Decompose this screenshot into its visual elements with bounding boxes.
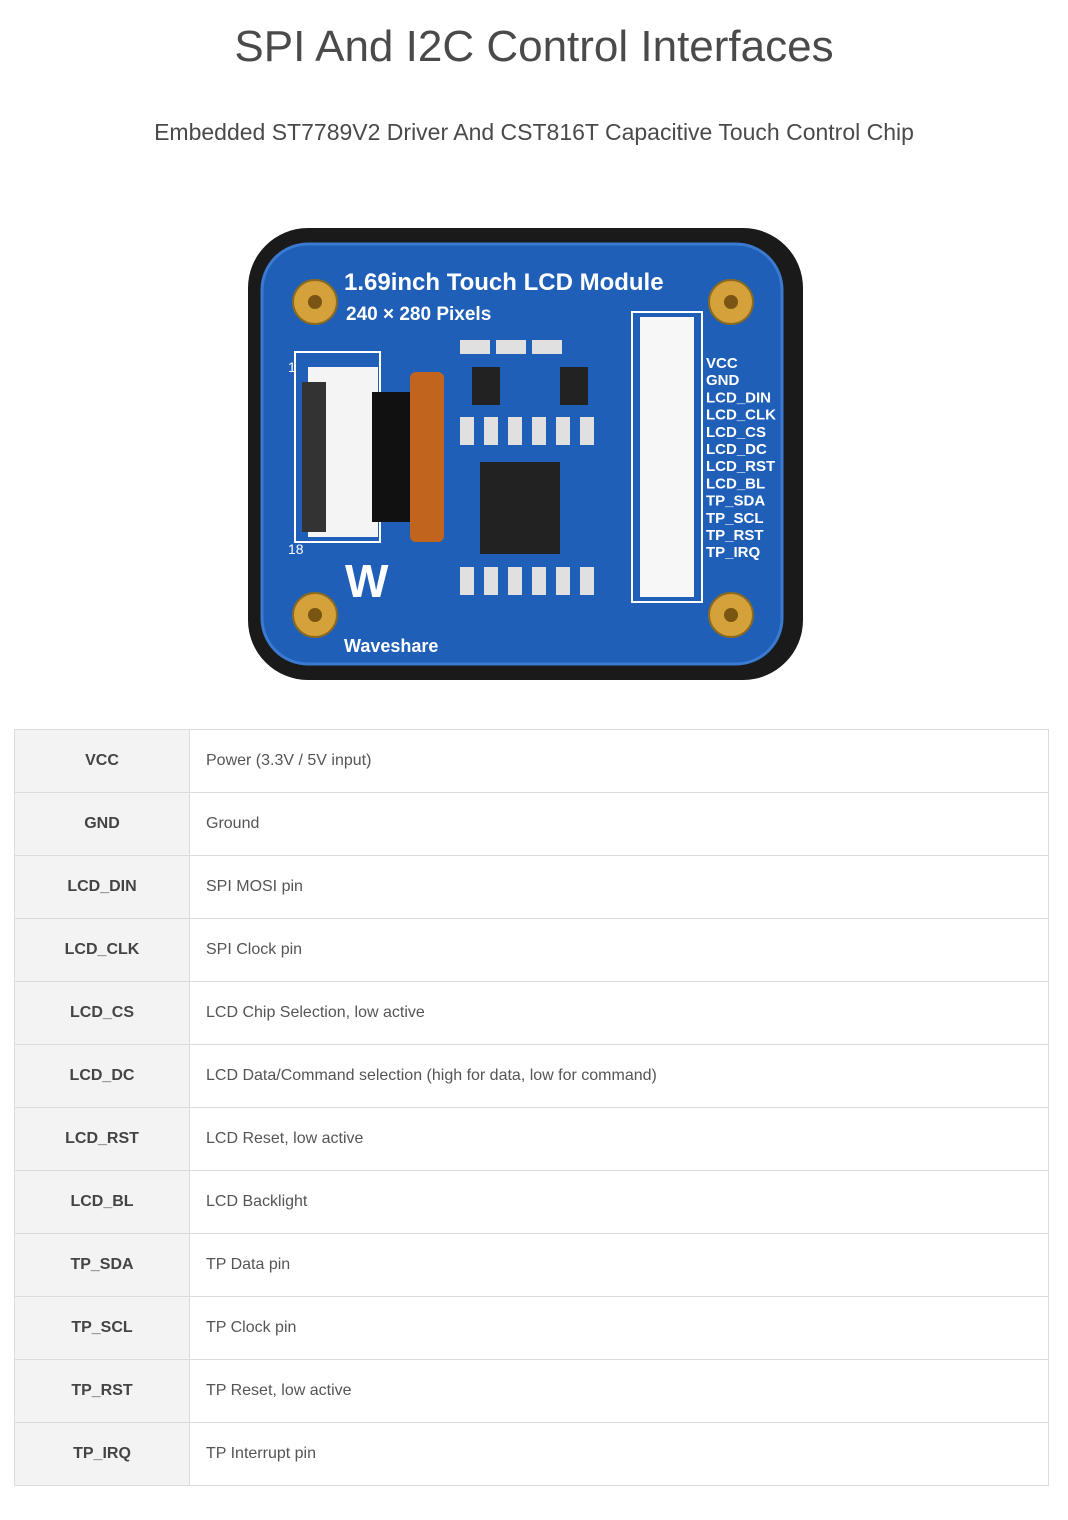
pin-name: TP_RST bbox=[14, 1359, 190, 1423]
pin-description: SPI Clock pin bbox=[189, 918, 1049, 982]
svg-text:18: 18 bbox=[288, 541, 304, 557]
board-pin-label: GND bbox=[706, 372, 740, 389]
pin-name: TP_SDA bbox=[14, 1233, 190, 1297]
pin-header bbox=[640, 317, 694, 597]
pin-name: LCD_CS bbox=[14, 981, 190, 1045]
pin-description: LCD Reset, low active bbox=[189, 1107, 1049, 1171]
pin-name: TP_IRQ bbox=[14, 1422, 190, 1486]
board-pin-label: LCD_DIN bbox=[706, 389, 771, 406]
board-brand: Waveshare bbox=[344, 636, 438, 656]
ribbon-cable bbox=[410, 372, 444, 542]
pin-name: VCC bbox=[14, 729, 190, 793]
pin-description: LCD Backlight bbox=[189, 1170, 1049, 1234]
pin-name: GND bbox=[14, 792, 190, 856]
pin-description: LCD Chip Selection, low active bbox=[189, 981, 1049, 1045]
board-pin-label: TP_RST bbox=[706, 527, 764, 544]
board-pin-label: LCD_CLK bbox=[706, 407, 776, 424]
pin-description: TP Reset, low active bbox=[189, 1359, 1049, 1423]
board-pin-label: TP_SDA bbox=[706, 493, 765, 510]
svg-text:1: 1 bbox=[288, 359, 296, 375]
board-pin-label: LCD_CS bbox=[706, 424, 766, 441]
waveshare-logo: W bbox=[345, 555, 389, 607]
driver-chip bbox=[480, 462, 560, 554]
pin-description: TP Data pin bbox=[189, 1233, 1049, 1297]
board-pin-label: LCD_BL bbox=[706, 475, 765, 492]
page-subtitle: Embedded ST7789V2 Driver And CST816T Cap… bbox=[154, 119, 914, 145]
pin-name: LCD_CLK bbox=[14, 918, 190, 982]
board-heading: 1.69inch Touch LCD Module bbox=[344, 269, 664, 296]
pin-name: LCD_DC bbox=[14, 1044, 190, 1108]
pin-name: LCD_RST bbox=[14, 1107, 190, 1171]
board-pin-label: LCD_RST bbox=[706, 458, 775, 475]
board-pin-label: LCD_DC bbox=[706, 441, 767, 458]
page-title: SPI And I2C Control Interfaces bbox=[234, 22, 834, 71]
pin-description: Ground bbox=[189, 792, 1049, 856]
board-resolution: 240 × 280 Pixels bbox=[346, 304, 491, 325]
lcd-module-photo: 1.69inch Touch LCD Module 240 × 280 Pixe… bbox=[248, 228, 803, 680]
board-pin-label: TP_SCL bbox=[706, 510, 764, 527]
pin-description: TP Clock pin bbox=[189, 1296, 1049, 1360]
pin-description: Power (3.3V / 5V input) bbox=[189, 729, 1049, 793]
pin-name: TP_SCL bbox=[14, 1296, 190, 1360]
pin-description: SPI MOSI pin bbox=[189, 855, 1049, 919]
board-pin-label: VCC bbox=[706, 355, 738, 372]
pin-description: LCD Data/Command selection (high for dat… bbox=[189, 1044, 1049, 1108]
pin-name: LCD_DIN bbox=[14, 855, 190, 919]
pin-description: TP Interrupt pin bbox=[189, 1422, 1049, 1486]
pin-name: LCD_BL bbox=[14, 1170, 190, 1234]
board-pin-label: TP_IRQ bbox=[706, 544, 761, 561]
